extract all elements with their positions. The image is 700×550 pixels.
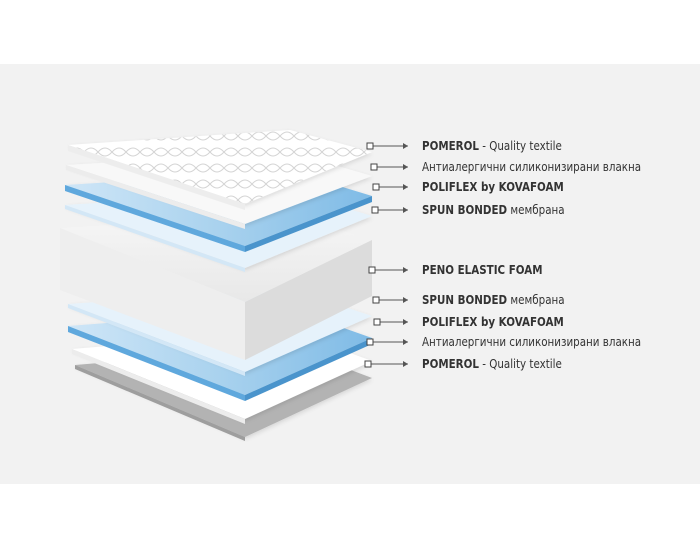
- leader-arrow: [403, 319, 408, 325]
- label-bottom-poliflex: POLIFLEX by KOVAFOAM: [422, 315, 564, 329]
- leader-arrow: [403, 143, 408, 149]
- leader-arrow: [403, 267, 408, 273]
- top-textile-layer: [68, 130, 372, 210]
- leader-marker: [372, 183, 380, 191]
- leader-marker: [368, 266, 376, 274]
- label-top-fiber: Антиалергични силиконизирани влакна: [422, 160, 642, 174]
- leader-arrow: [403, 164, 408, 170]
- label-core-foam: PENO ELASTIC FOAM: [422, 263, 543, 277]
- leader-arrow: [403, 361, 408, 367]
- label-top-poliflex: POLIFLEX by KOVAFOAM: [422, 180, 564, 194]
- label-top-spun: SPUN BONDED мембрана: [422, 203, 565, 217]
- leader-arrow: [403, 184, 408, 190]
- leader-marker: [370, 163, 378, 171]
- leader-lines: [364, 142, 408, 368]
- leader-marker: [372, 296, 380, 304]
- leader-marker: [373, 318, 381, 326]
- leader-arrow: [403, 297, 408, 303]
- label-bottom-spun: SPUN BONDED мембрана: [422, 293, 565, 307]
- leader-marker: [371, 206, 379, 214]
- leader-marker: [366, 142, 374, 150]
- label-bottom-fiber: Антиалергични силиконизирани влакна: [422, 335, 642, 349]
- leader-arrow: [403, 207, 408, 213]
- leader-marker: [364, 360, 372, 368]
- label-bottom-textile: POMEROL - Quality textile: [422, 357, 562, 371]
- label-top-textile: POMEROL - Quality textile: [422, 139, 562, 153]
- leader-marker: [366, 338, 374, 346]
- leader-arrow: [403, 339, 408, 345]
